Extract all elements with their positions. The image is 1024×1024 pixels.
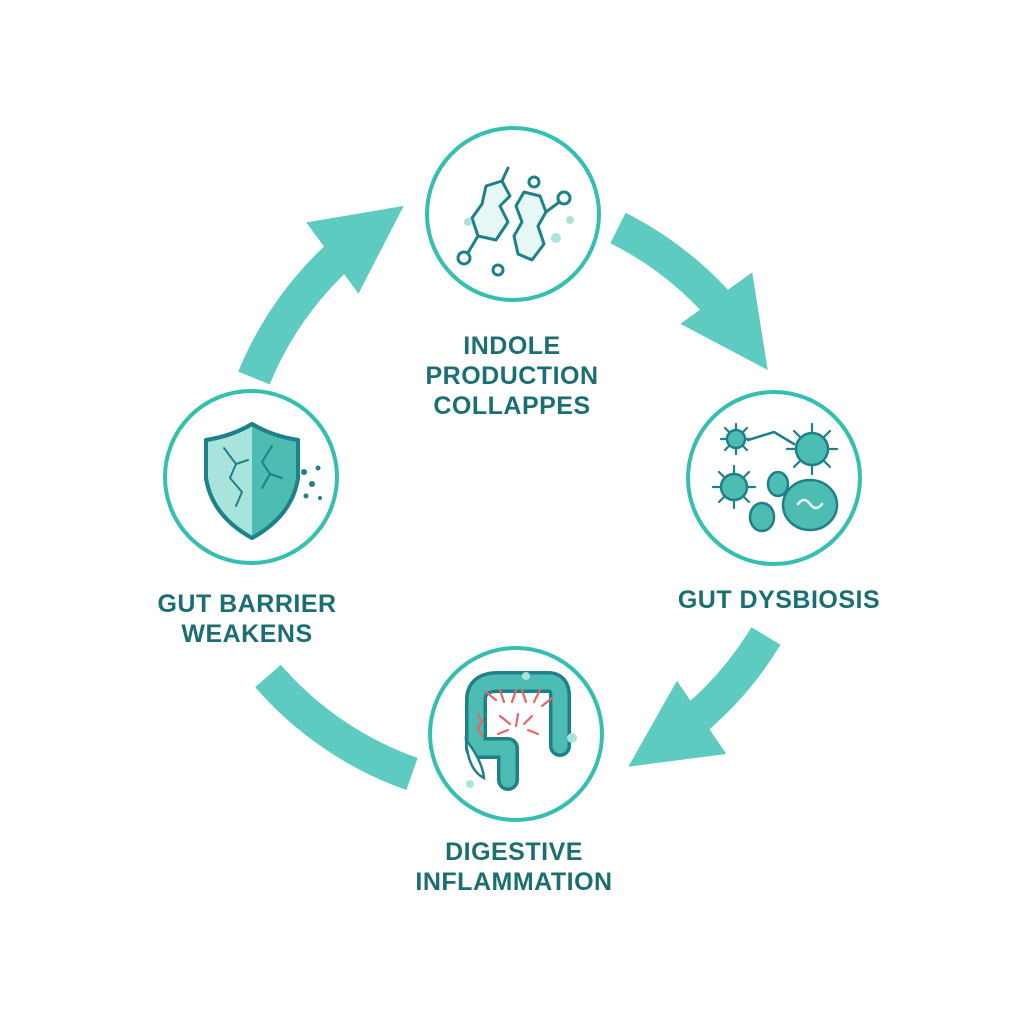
stage-label-indole: INDOLE PRODUCTION COLLAPPES xyxy=(425,332,599,420)
arrow-barrier-to-indole xyxy=(238,205,404,385)
arrow-inflammation-to-barrier xyxy=(255,664,418,791)
arrow-dysbiosis-to-inflammation xyxy=(628,627,781,767)
bacteria-icon xyxy=(711,422,839,533)
cracked-shield-icon xyxy=(204,422,322,540)
stage-node-dysbiosis xyxy=(686,390,862,566)
stage-label-dysbiosis: GUT DYSBIOSIS xyxy=(677,586,881,614)
arrow-indole-to-dysbiosis xyxy=(610,212,768,370)
stage-node-inflammation xyxy=(428,646,604,822)
molecule-fragments-icon xyxy=(456,166,572,277)
stage-node-indole xyxy=(425,126,601,302)
stage-node-barrier xyxy=(163,389,339,565)
stage-label-inflammation: DIGESTIVE INFLAMMATION xyxy=(415,838,613,896)
inflamed-colon-icon xyxy=(464,671,571,791)
stage-label-barrier: GUT BARRIER WEAKENS xyxy=(157,590,337,648)
